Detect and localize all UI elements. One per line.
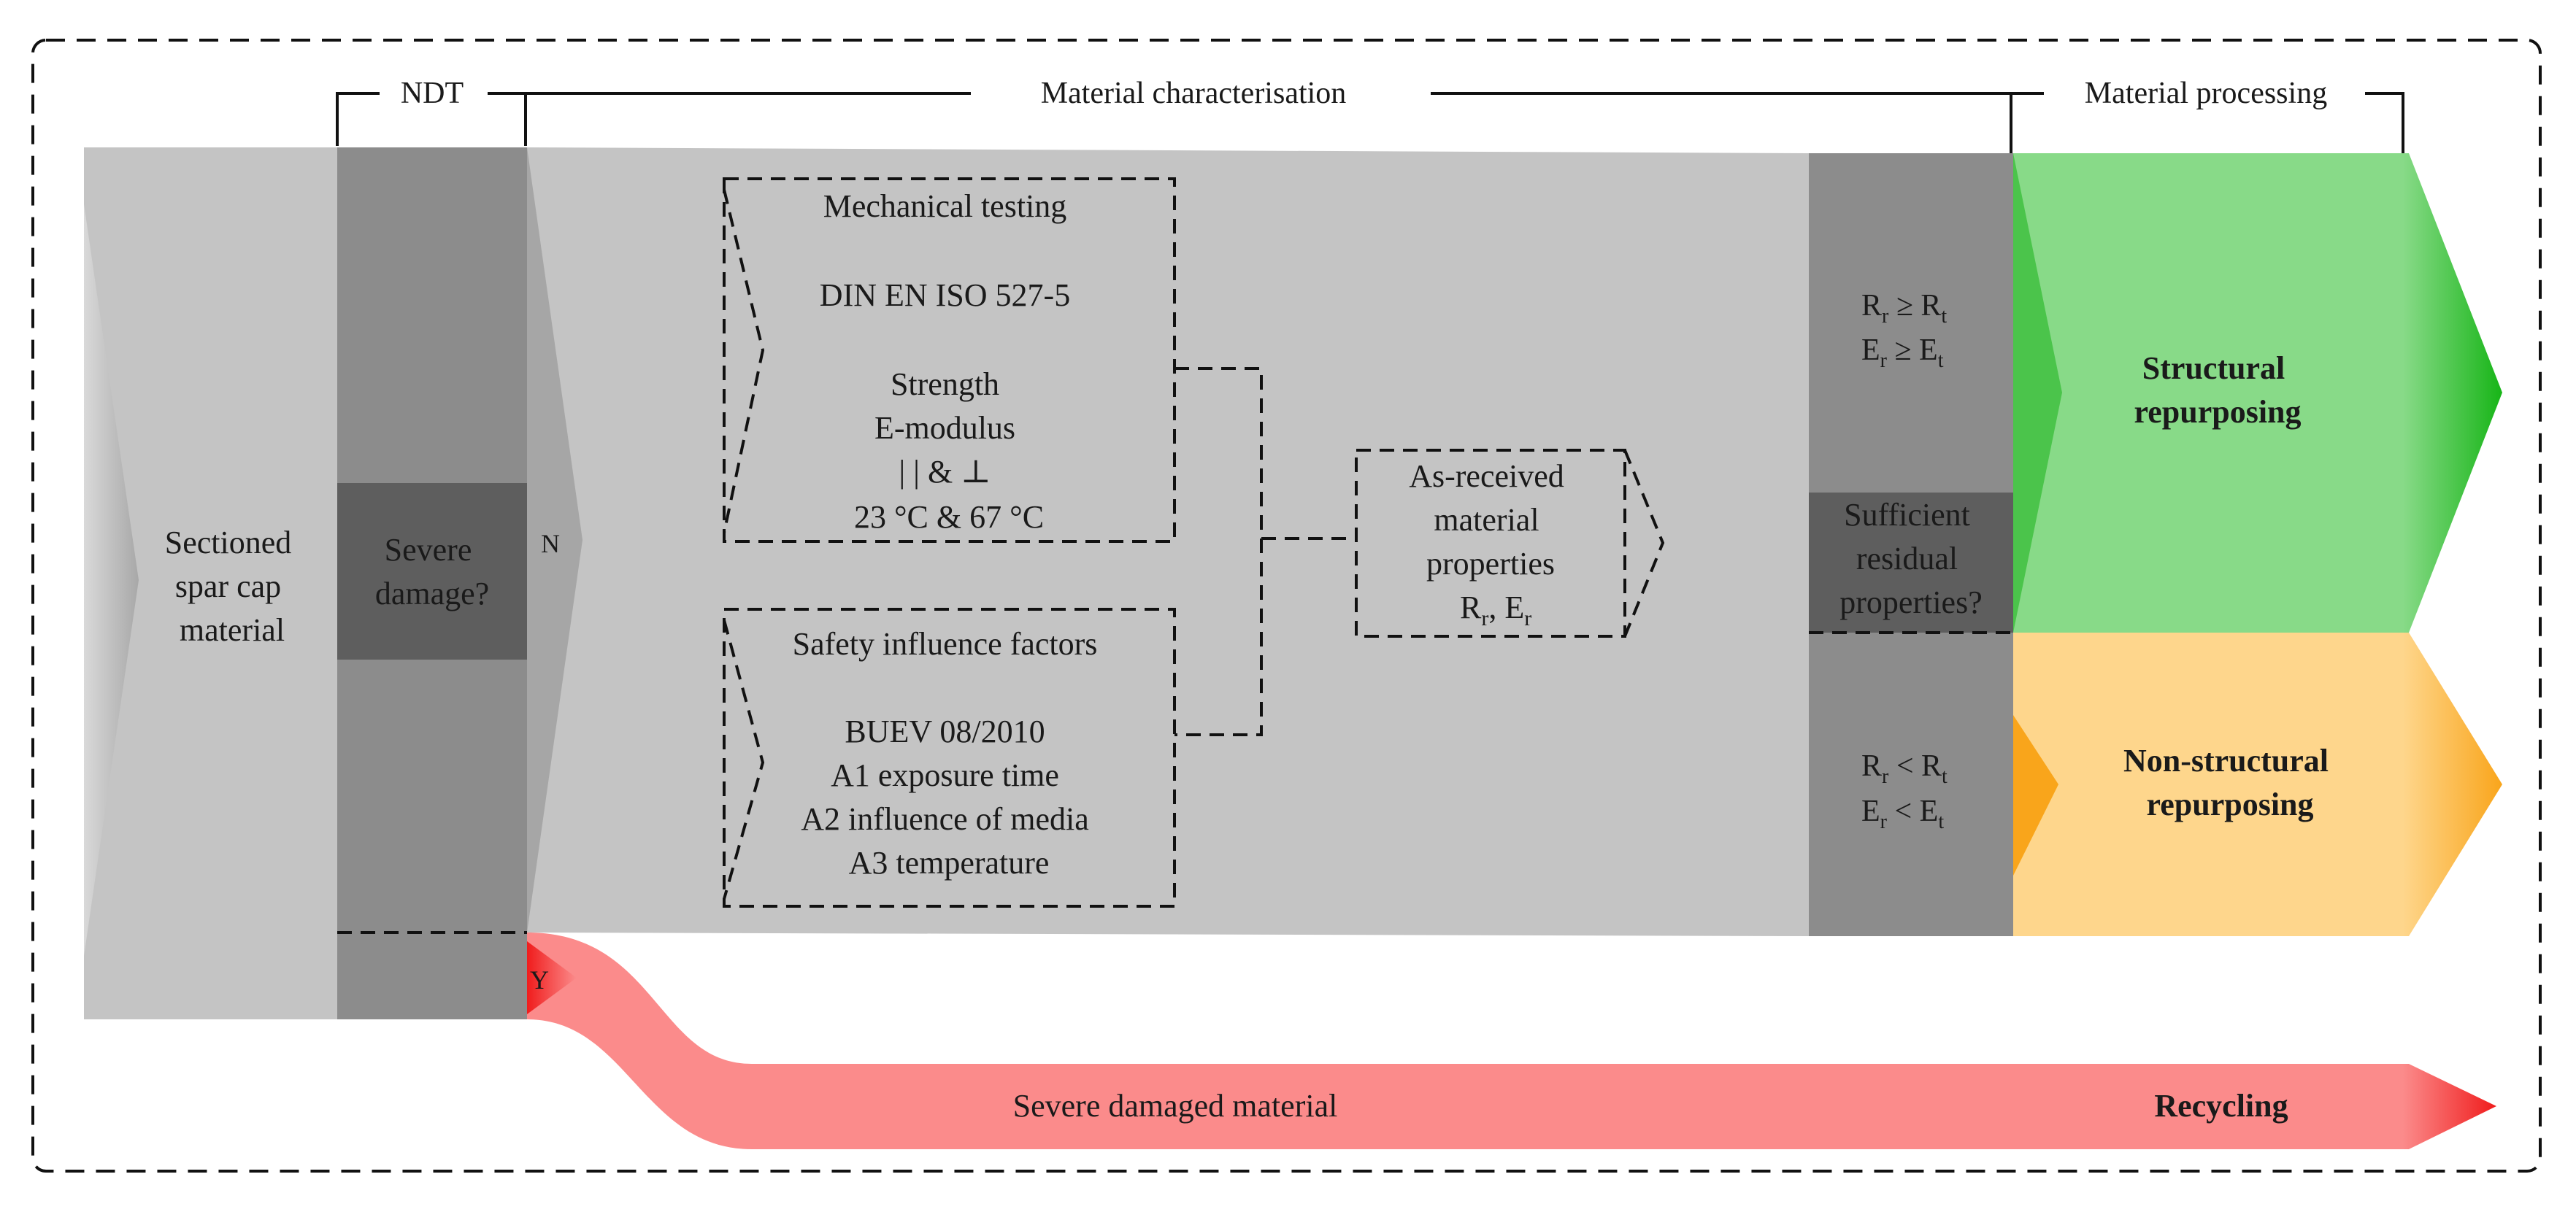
- structural-label: Structural repurposing: [2134, 350, 2301, 430]
- nonstructural-entry-chevron: [2013, 715, 2058, 876]
- structural-entry-chevron: [2013, 153, 2062, 633]
- as-received-box: [1355, 449, 1665, 638]
- residual-decision-label: Sufficient residual properties?: [1839, 497, 1982, 620]
- mechanical-testing-box: [723, 177, 1176, 543]
- nonstructural-label: Non-structural repurposing: [2123, 743, 2337, 822]
- structural-band: [2013, 153, 2403, 633]
- nonstructural-band: [2013, 633, 2403, 936]
- condition-strength-pass: Rr ≥ Rt: [1861, 289, 1947, 328]
- mechanical-testing-text: Mechanical testing DIN EN ISO 527-5 Stre…: [820, 188, 1078, 535]
- nonstructural-arrow-tip: [2403, 633, 2502, 936]
- condition-modulus-fail: Er < Et: [1861, 795, 1944, 833]
- no-label: N: [541, 529, 560, 558]
- severe-damage-decision: [337, 483, 527, 660]
- input-label: Sectioned spar cap material: [165, 525, 300, 648]
- red-flow-band: [527, 933, 2403, 1149]
- input-arrow-chevron: [84, 204, 139, 956]
- as-received-text: As-received material properties: [1409, 458, 1572, 582]
- recycling-label: Recycling: [2154, 1088, 2288, 1124]
- damaged-material-label: Severe damaged material: [1013, 1088, 1338, 1124]
- no-path-arrow: [527, 147, 583, 933]
- safety-factors-text: Safety influence factors BUEV 08/2010 A1…: [793, 626, 1106, 881]
- structural-arrow-tip: [2403, 153, 2502, 633]
- phase-processing-label: Material processing: [2085, 77, 2327, 110]
- condition-modulus-pass: Er ≥ Et: [1861, 333, 1944, 372]
- red-yes-arrow: [527, 941, 577, 1014]
- condition-strength-fail: Rr < Rt: [1861, 749, 1948, 788]
- phase-characterisation-label: Material characterisation: [1041, 77, 1347, 110]
- connector-lines: [1174, 367, 1356, 736]
- residual-decision: [1809, 493, 2013, 633]
- phase-brackets: [336, 92, 2404, 153]
- phase-ndt-label: NDT: [401, 77, 464, 110]
- recycling-arrow-tip: [2403, 1064, 2496, 1149]
- severe-damage-label: Severe damage?: [375, 532, 489, 611]
- outer-frame: [31, 39, 2542, 1173]
- safety-factors-box: [723, 608, 1176, 908]
- yes-label: Y: [530, 965, 549, 995]
- as-received-symbols: Rr, Er: [1460, 590, 1531, 630]
